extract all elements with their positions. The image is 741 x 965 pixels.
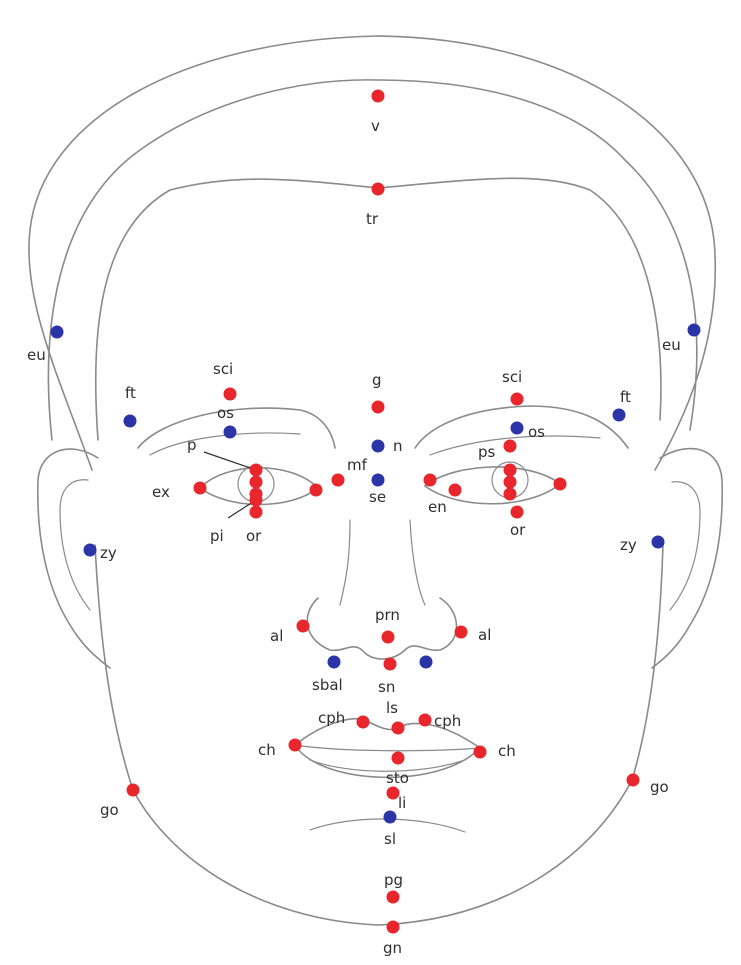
landmark-label-v: v [371, 117, 380, 135]
landmark-label-go_r: go [100, 801, 119, 819]
landmark-point-os_r [224, 426, 237, 439]
ear-right-inner [60, 480, 90, 610]
landmark-label-eu_r: eu [27, 346, 46, 364]
landmark-label-al_l: al [478, 626, 491, 644]
landmark-point-or_r [250, 506, 263, 519]
landmark-point-extra-4 [504, 488, 517, 501]
landmark-point-ps_l [504, 440, 517, 453]
landmark-label-pi: pi [210, 527, 224, 545]
landmark-label-li: li [398, 794, 406, 812]
landmark-label-prn: prn [375, 606, 400, 624]
landmark-point-go_l [627, 774, 640, 787]
landmark-label-ps_l: ps [478, 443, 496, 461]
landmark-point-sbal [328, 656, 341, 669]
landmark-label-ex: ex [152, 483, 170, 501]
brow-right-lower [150, 433, 300, 455]
landmark-point-en [449, 484, 462, 497]
landmark-label-ch_r: ch [258, 741, 276, 759]
landmark-point-cph_l [419, 714, 432, 727]
landmark-point-sbal-left [420, 656, 433, 669]
landmark-label-ft_l: ft [620, 388, 631, 406]
landmark-point-extra-5 [504, 476, 517, 489]
landmark-point-os_l [511, 422, 524, 435]
landmark-label-sci_r: sci [213, 360, 233, 378]
landmark-label-sto: sto [386, 769, 409, 787]
landmark-point-extra-6 [554, 478, 567, 491]
landmark-label-en: en [428, 498, 447, 516]
face-contour [95, 545, 663, 925]
landmark-label-os_r: os [217, 404, 234, 422]
landmark-point-extra-1 [250, 476, 263, 489]
landmark-point-ps_r [250, 464, 263, 477]
landmark-label-sl: sl [384, 830, 396, 848]
landmark-point-eu_r [51, 326, 64, 339]
landmark-label-zy_r: zy [100, 544, 117, 562]
landmark-label-zy_l: zy [620, 536, 637, 554]
landmark-label-ls: ls [386, 699, 398, 717]
landmark-point-gn [387, 921, 400, 934]
landmark-point-extra-2 [310, 484, 323, 497]
landmark-point-or_l [511, 506, 524, 519]
landmark-point-sl [384, 811, 397, 824]
landmark-point-al_r [297, 620, 310, 633]
nose-bridge-right [340, 520, 350, 605]
landmark-label-os_l: os [528, 423, 545, 441]
landmark-label-mf: mf [347, 456, 368, 474]
landmark-point-al_l [455, 626, 468, 639]
landmark-label-cph_r: cph [318, 709, 345, 727]
landmark-point-mf [332, 474, 345, 487]
landmark-point-extra-0 [250, 488, 263, 501]
landmark-point-ch_r [289, 739, 302, 752]
landmark-label-ps_r: p [187, 436, 197, 454]
landmark-point-extra-7 [424, 474, 437, 487]
landmark-label-sn: sn [378, 678, 395, 696]
landmark-label-ft_r: ft [125, 384, 136, 402]
landmark-point-tr [372, 183, 385, 196]
landmark-label-or_r: or [246, 527, 262, 545]
landmark-label-ch_l: ch [498, 742, 516, 760]
landmark-point-sto [392, 752, 405, 765]
landmark-point-sci_l [511, 393, 524, 406]
landmark-label-go_l: go [650, 778, 669, 796]
landmark-point-ch_l [474, 746, 487, 759]
landmark-point-n [372, 440, 385, 453]
landmark-point-extra-3 [504, 464, 517, 477]
landmark-label-eu_l: eu [662, 336, 681, 354]
landmark-point-zy_r [84, 544, 97, 557]
landmark-point-ls [392, 722, 405, 735]
landmark-point-go_r [127, 784, 140, 797]
landmark-label-g: g [372, 371, 382, 389]
landmark-label-cph_l: cph [434, 712, 461, 730]
landmark-label-al_r: al [270, 627, 283, 645]
lip-line [295, 745, 480, 751]
landmark-point-sci_r [224, 388, 237, 401]
landmark-point-se [372, 474, 385, 487]
landmark-point-eu_l [688, 324, 701, 337]
landmark-point-ex [194, 482, 207, 495]
landmark-point-ft_r [124, 415, 137, 428]
landmark-label-or_l: or [510, 521, 526, 539]
landmark-label-pg: pg [384, 871, 403, 889]
nose-bridge-left [410, 520, 425, 605]
ear-left-inner [670, 482, 700, 610]
leader-ps-right [204, 452, 256, 470]
landmark-point-sn [384, 658, 397, 671]
landmark-point-zy_l [652, 536, 665, 549]
landmark-label-gn: gn [383, 939, 402, 957]
landmark-point-v [372, 90, 385, 103]
brow-right [138, 408, 335, 448]
landmark-point-prn [382, 631, 395, 644]
landmark-point-pg [387, 891, 400, 904]
landmark-point-g [372, 401, 385, 414]
landmark-point-ft_l [613, 409, 626, 422]
landmark-label-se: se [369, 488, 386, 506]
landmark-label-n: n [393, 437, 403, 455]
landmark-label-sci_l: sci [502, 368, 522, 386]
landmark-label-sbal: sbal [312, 676, 343, 694]
landmark-label-tr: tr [366, 210, 379, 228]
landmark-point-cph_r [357, 716, 370, 729]
